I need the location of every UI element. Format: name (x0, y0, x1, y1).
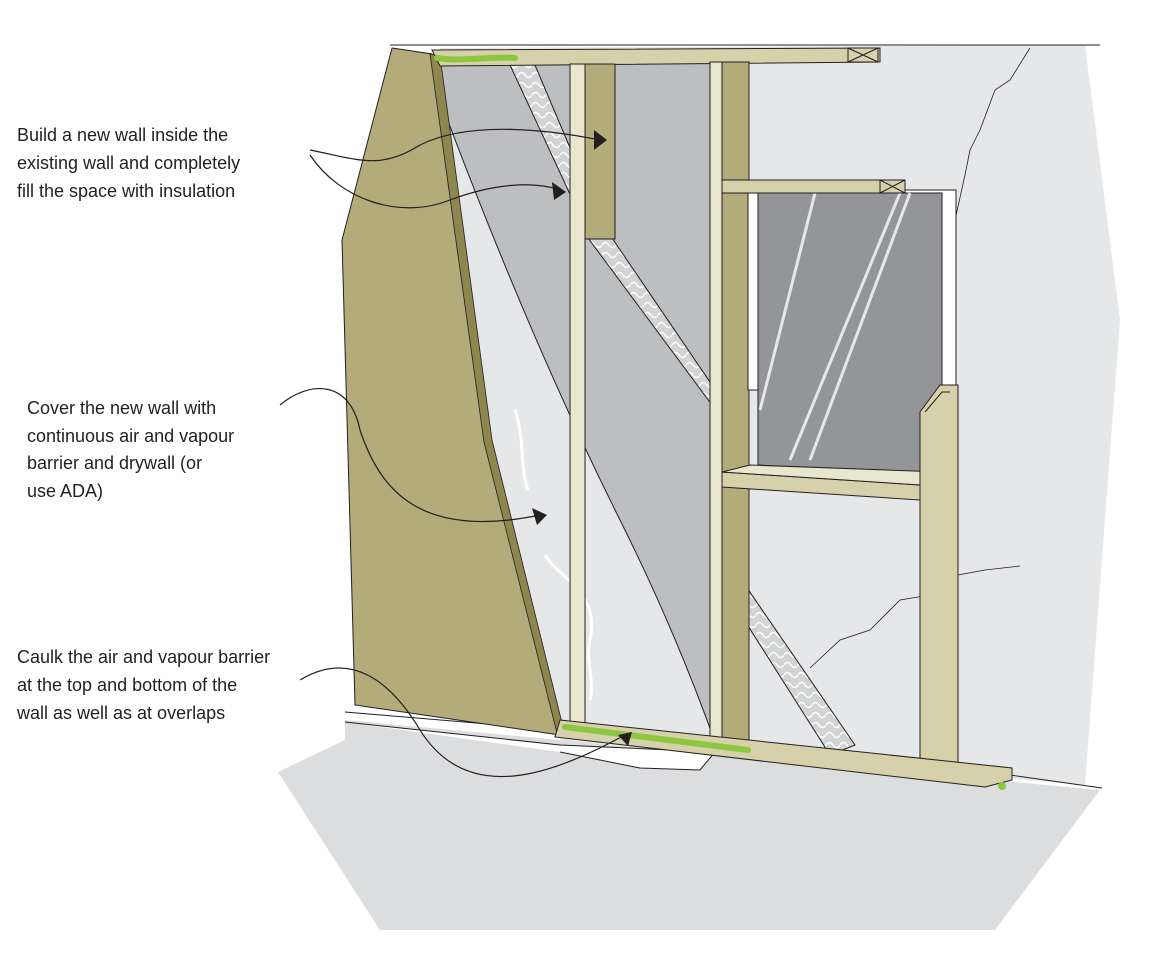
stud (569, 63, 586, 730)
stud (709, 61, 723, 743)
arrowheads (532, 130, 632, 746)
stud (584, 63, 616, 240)
wall-crack (809, 47, 1031, 669)
caulk-top (434, 54, 518, 63)
label-barrier: Cover the new wall with continuous air a… (27, 398, 239, 501)
bottom-plate (554, 719, 1013, 788)
label-new-wall: Build a new wall inside the existing wal… (17, 125, 245, 201)
stud (721, 61, 750, 743)
vapour-barrier (439, 99, 716, 743)
jack-stud (919, 384, 959, 766)
window-glass (757, 192, 943, 476)
label-caulk: Caulk the air and vapour barrier at the … (16, 647, 275, 723)
leader-arrows (279, 128, 626, 778)
caulk-bottom (562, 724, 751, 753)
window-header (721, 179, 906, 194)
